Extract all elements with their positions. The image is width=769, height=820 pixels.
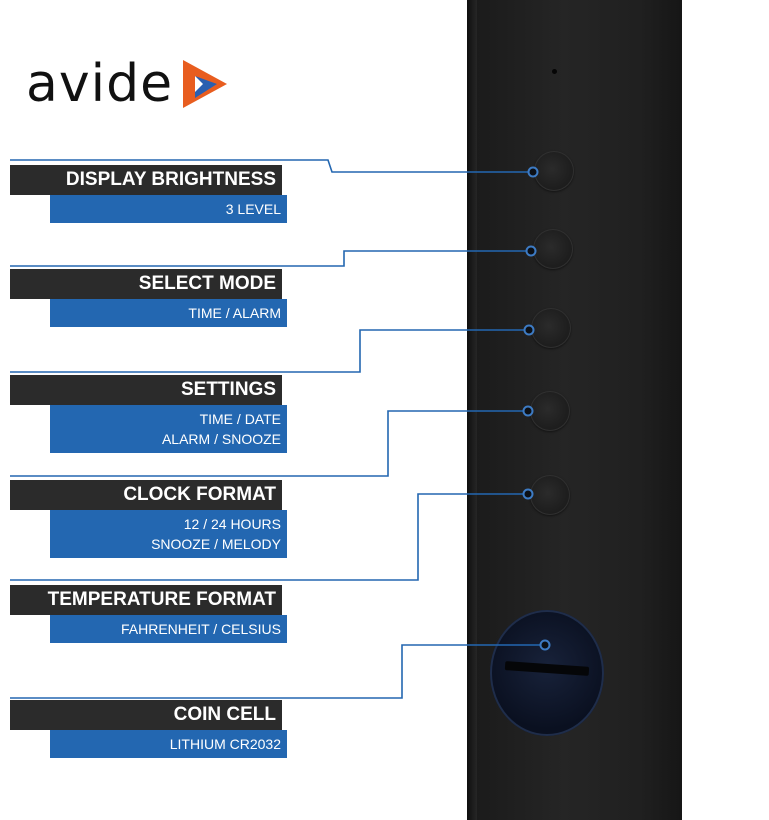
feature-detail: SNOOZE / MELODY	[151, 536, 281, 552]
sensor-hole	[552, 69, 557, 74]
feature-title: SELECT MODE	[10, 269, 282, 299]
callout-line	[10, 410, 528, 477]
clock-format-button[interactable]	[530, 391, 570, 431]
feature-title: COIN CELL	[10, 700, 282, 730]
feature-detail: 12 / 24 HOURS	[183, 516, 281, 532]
brightness-button[interactable]	[534, 151, 574, 191]
feature-select-mode: SELECT MODE TIME / ALARM	[10, 269, 287, 327]
play-triangle-icon	[183, 60, 228, 108]
callout-dot	[522, 488, 534, 500]
callout-lines	[10, 159, 551, 699]
settings-button[interactable]	[531, 308, 571, 348]
callout-line	[10, 250, 531, 267]
brand-name: avide	[26, 54, 174, 114]
callout-line	[10, 329, 529, 373]
feature-clock-format: CLOCK FORMAT 12 / 24 HOURS SNOOZE / MELO…	[10, 480, 287, 558]
callout-dot	[525, 245, 537, 257]
feature-details: LITHIUM CR2032	[50, 730, 287, 758]
callout-dot	[523, 324, 535, 336]
feature-title: DISPLAY BRIGHTNESS	[10, 165, 282, 195]
feature-detail: LITHIUM CR2032	[169, 736, 281, 752]
temperature-format-button[interactable]	[530, 475, 570, 515]
mode-button[interactable]	[533, 229, 573, 269]
feature-detail: TIME / ALARM	[188, 305, 281, 321]
feature-details: TIME / DATE ALARM / SNOOZE	[50, 405, 287, 453]
feature-coin-cell: COIN CELL LITHIUM CR2032	[10, 700, 287, 758]
feature-title: CLOCK FORMAT	[10, 480, 282, 510]
feature-details: FAHRENHEIT / CELSIUS	[50, 615, 287, 643]
brand-logo: avide	[26, 58, 229, 110]
feature-temperature-format: TEMPERATURE FORMAT FAHRENHEIT / CELSIUS	[10, 585, 287, 643]
feature-title: TEMPERATURE FORMAT	[10, 585, 282, 615]
feature-detail: ALARM / SNOOZE	[161, 431, 281, 447]
feature-title: SETTINGS	[10, 375, 282, 405]
callout-line	[10, 493, 528, 581]
callout-line	[10, 159, 533, 173]
feature-settings: SETTINGS TIME / DATE ALARM / SNOOZE	[10, 375, 287, 453]
feature-display-brightness: DISPLAY BRIGHTNESS 3 LEVEL	[10, 165, 287, 223]
callout-dot	[522, 405, 534, 417]
feature-details: TIME / ALARM	[50, 299, 287, 327]
feature-detail: TIME / DATE	[199, 411, 281, 427]
callout-dot	[539, 639, 551, 651]
callout-dot	[527, 166, 539, 178]
feature-detail: FAHRENHEIT / CELSIUS	[120, 621, 281, 637]
callout-line	[10, 644, 545, 699]
feature-details: 3 LEVEL	[50, 195, 287, 223]
feature-detail: 3 LEVEL	[225, 201, 281, 217]
feature-details: 12 / 24 HOURS SNOOZE / MELODY	[50, 510, 287, 558]
